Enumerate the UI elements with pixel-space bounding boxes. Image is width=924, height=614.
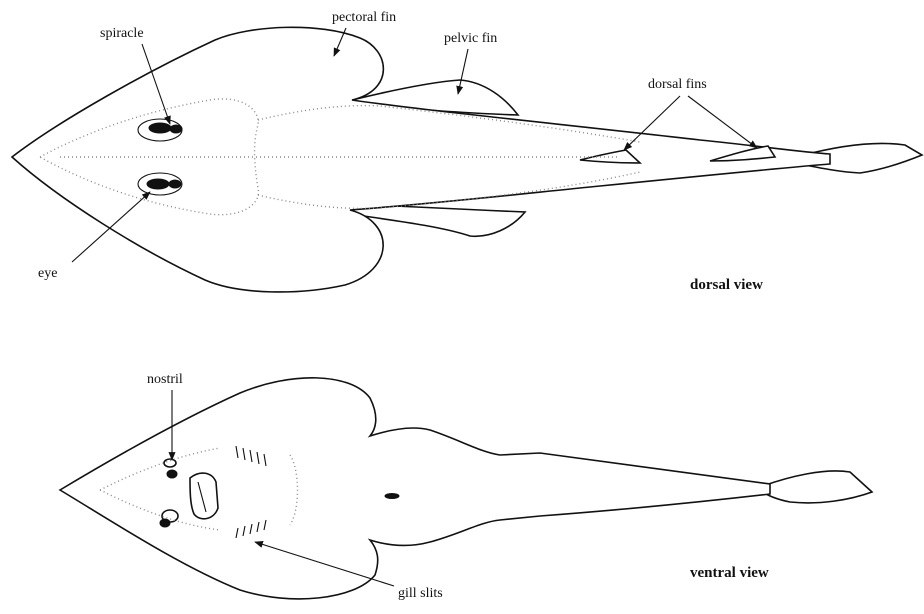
label-gill-slits: gill slits — [398, 586, 443, 601]
dorsal-lower-eye — [147, 179, 169, 189]
label-spiracle: spiracle — [100, 26, 144, 41]
ventral-upper-nostril-inner — [167, 470, 177, 478]
ventral-cloaca — [385, 494, 399, 499]
dorsal-view-drawing — [12, 27, 922, 292]
ventral-body-outline — [60, 378, 770, 599]
dorsal-upper-eye-right — [170, 125, 182, 133]
dorsal-view-title: dorsal view — [690, 277, 763, 293]
dorsal-upper-eye — [149, 123, 171, 133]
label-pelvic-fin: pelvic fin — [444, 31, 497, 46]
label-dorsal-fins: dorsal fins — [648, 77, 707, 92]
dorsal-lower-eye-right — [169, 180, 181, 188]
ventral-mouth — [190, 473, 218, 519]
dorsal-body-outline — [12, 27, 830, 292]
ventral-caudal-fin — [760, 471, 872, 503]
ventral-lower-nostril-inner — [160, 519, 170, 527]
label-eye: eye — [38, 266, 57, 281]
label-nostril: nostril — [147, 372, 183, 387]
label-pectoral-fin: pectoral fin — [332, 10, 396, 25]
ventral-view-title: ventral view — [690, 565, 769, 581]
